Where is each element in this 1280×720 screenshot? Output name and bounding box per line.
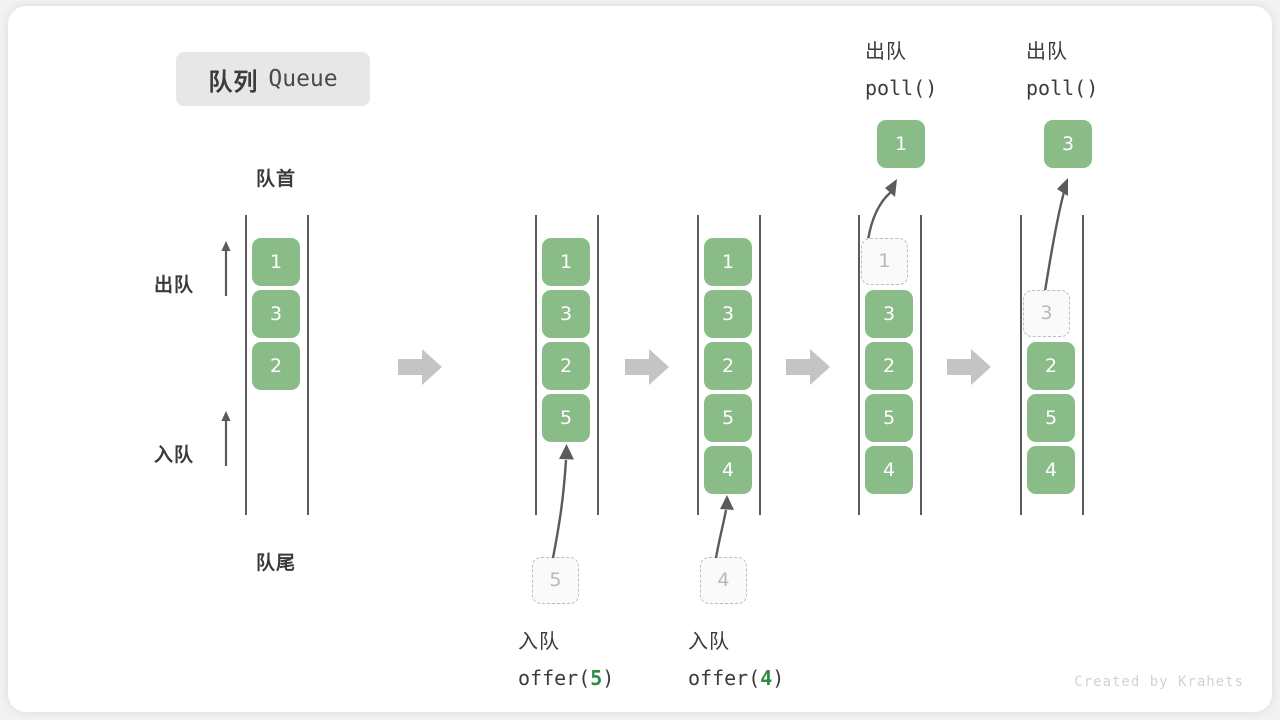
rail-right-stage-5 (1082, 215, 1084, 515)
rail-left-stage-4 (858, 215, 860, 515)
op-cn: 入队 (688, 631, 730, 653)
queue-cell: 4 (865, 446, 913, 494)
side-label-dequeue: 出队 (154, 275, 195, 296)
rail-right-stage-3 (759, 215, 761, 515)
queue-tail-label: 队尾 (255, 553, 296, 574)
step-arrow-icon (786, 348, 830, 386)
stage-op-caption: 出队 poll() (865, 34, 1045, 106)
op-code: offer(5) (518, 666, 615, 690)
pending-element-box: 4 (700, 557, 747, 604)
queue-cell: 1 (542, 238, 590, 286)
step-arrow-icon (625, 348, 669, 386)
rail-left-stage-2 (535, 215, 537, 515)
diagram-card: 队列 Queue 队首 队尾 出队 入队 1 3 2 1 3 2 5 5 (8, 6, 1272, 712)
removed-element-box: 3 (1023, 290, 1070, 337)
queue-head-label: 队首 (255, 169, 296, 190)
rail-right-stage-2 (597, 215, 599, 515)
enqueue-motion-arrow-icon (703, 488, 753, 560)
step-arrow-icon (947, 348, 991, 386)
queue-cell: 3 (542, 290, 590, 338)
pending-element-box: 5 (532, 557, 579, 604)
queue-cell: 3 (252, 290, 300, 338)
queue-cell: 5 (1027, 394, 1075, 442)
stage-op-caption: 出队 poll() (1026, 34, 1206, 106)
title-badge: 队列 Queue (176, 52, 370, 106)
queue-cell: 1 (704, 238, 752, 286)
queue-cell-new: 5 (542, 394, 590, 442)
op-code: poll() (1026, 76, 1099, 100)
op-code: poll() (865, 76, 938, 100)
stage-op-caption: 入队 offer(4) (688, 624, 868, 696)
step-arrow-icon (398, 348, 442, 386)
title-cn: 队列 (208, 68, 259, 96)
op-cn: 出队 (865, 41, 907, 63)
side-label-enqueue: 入队 (154, 445, 195, 466)
title-en: Queue (268, 66, 338, 92)
queue-cell: 3 (865, 290, 913, 338)
queue-cell: 1 (252, 238, 300, 286)
queue-cell: 2 (865, 342, 913, 390)
popped-element-box: 3 (1044, 120, 1092, 168)
rail-right-stage-4 (920, 215, 922, 515)
queue-cell: 2 (542, 342, 590, 390)
queue-cell: 2 (252, 342, 300, 390)
credit-text: Created by Krahets (1074, 674, 1244, 690)
queue-cell: 5 (704, 394, 752, 442)
enqueue-direction-arrow-icon (218, 410, 234, 466)
dequeue-motion-arrow-icon (853, 172, 913, 242)
rail-left-stage-3 (697, 215, 699, 515)
op-cn: 入队 (518, 631, 560, 653)
rail-left-stage-5 (1020, 215, 1022, 515)
queue-cell-new: 4 (704, 446, 752, 494)
queue-cell: 5 (865, 394, 913, 442)
popped-element-box: 1 (877, 120, 925, 168)
enqueue-motion-arrow-icon (528, 436, 598, 561)
stage-op-caption: 入队 offer(5) (518, 624, 698, 696)
queue-cell: 4 (1027, 446, 1075, 494)
op-code: offer(4) (688, 666, 785, 690)
op-cn: 出队 (1026, 41, 1068, 63)
rail-left-stage-1 (245, 215, 247, 515)
queue-cell: 3 (704, 290, 752, 338)
removed-element-box: 1 (861, 238, 908, 285)
queue-cell: 2 (1027, 342, 1075, 390)
queue-cell: 2 (704, 342, 752, 390)
dequeue-direction-arrow-icon (218, 240, 234, 296)
rail-right-stage-1 (307, 215, 309, 515)
